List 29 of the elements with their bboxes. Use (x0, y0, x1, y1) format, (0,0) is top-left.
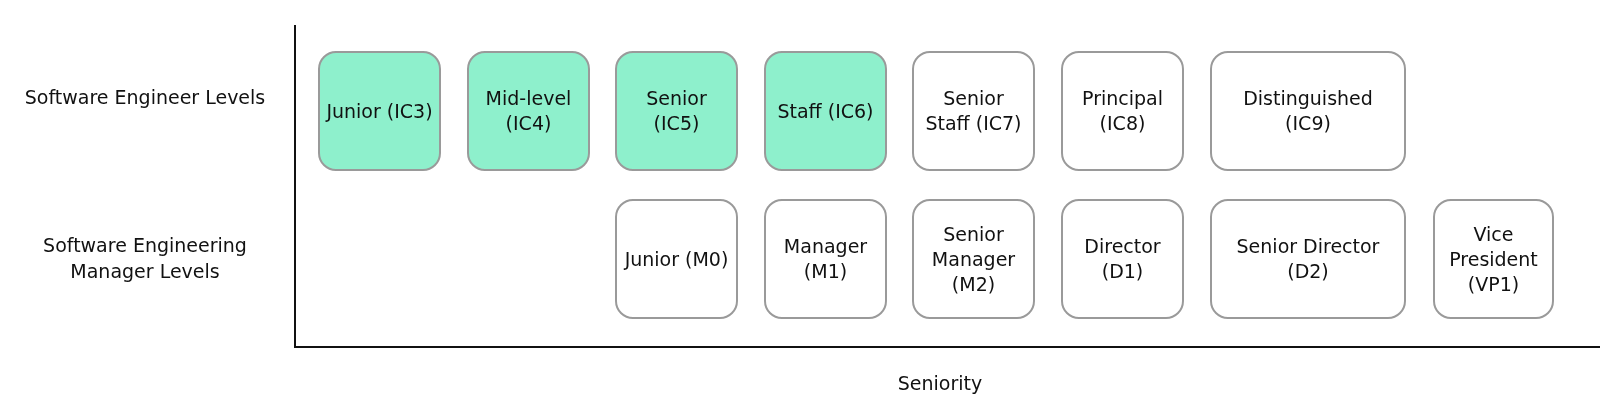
level-name: Senior Director (D2) (1235, 234, 1381, 284)
row-label: Software Engineer Levels (23, 85, 267, 110)
level-name: Senior Staff (IC7) (924, 86, 1023, 136)
level-box (912, 51, 1035, 171)
level-box (1210, 51, 1406, 171)
level-name: Senior Manager (M2) (930, 221, 1017, 297)
level-box (615, 199, 738, 319)
level-box (1061, 199, 1184, 319)
level-name: Principal (IC8) (1081, 86, 1164, 136)
level-name: Vice President (VP1) (1448, 221, 1539, 297)
level-box (912, 199, 1035, 319)
level-name: Senior (IC5) (645, 86, 708, 136)
level-box (318, 51, 441, 171)
level-name: Junior (M0) (622, 246, 730, 272)
level-box (1061, 51, 1184, 171)
axis-label: Seniority (896, 371, 984, 396)
level-name: Director (D1) (1083, 234, 1162, 284)
level-box (467, 51, 590, 171)
level-box (1210, 199, 1406, 319)
level-name: Mid-level (IC4) (484, 86, 573, 136)
level-name: Distinguished (IC9) (1242, 86, 1374, 136)
level-name: Manager (M1) (782, 234, 869, 284)
level-box (764, 51, 887, 171)
level-name: Junior (IC3) (324, 98, 434, 124)
level-box (615, 51, 738, 171)
level-name: Staff (IC6) (776, 98, 875, 124)
level-box (764, 199, 887, 319)
level-box (1433, 199, 1554, 319)
row-label: Software Engineering Manager Levels (42, 233, 248, 284)
